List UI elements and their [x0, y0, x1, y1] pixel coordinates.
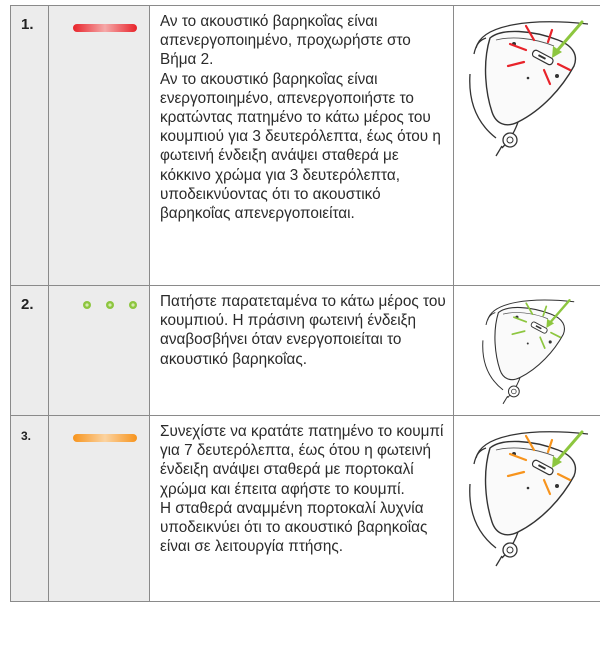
indicator-cell — [48, 415, 150, 602]
instruction-text-cell: Αν το ακουστικό βαρηκοΐας είναι απενεργο… — [149, 5, 454, 286]
instruction-text-cell: Πατήστε παρατεταμένα το κάτω μέρος του κ… — [149, 285, 454, 416]
step-row-3: 3. Συνεχίστε να κρατάτε πατημένο το κουμ… — [10, 415, 600, 602]
green-dot-icon — [83, 301, 91, 309]
step-number: 1. — [21, 16, 34, 33]
step-number-cell: 2. — [10, 285, 49, 416]
instruction-paragraph: Αν το ακουστικό βαρηκοΐας είναι ενεργοπο… — [160, 70, 441, 223]
step-number-cell: 3. — [10, 415, 49, 602]
green-blink-dots-icon — [73, 300, 149, 309]
illustration-cell — [453, 415, 600, 602]
step-number: 3. — [21, 429, 32, 443]
instruction-paragraph: Αν το ακουστικό βαρηκοΐας είναι απενεργο… — [160, 13, 411, 69]
instruction-text-cell: Συνεχίστε να κρατάτε πατημένο το κουμπί … — [149, 415, 454, 602]
instruction-table: 1. Αν το ακουστικό βαρηκοΐας είναι απενε… — [10, 5, 600, 602]
green-dot-icon — [106, 301, 114, 309]
illustration-cell — [453, 285, 600, 416]
indicator-cell — [48, 285, 150, 416]
step-row-2: 2. Πατήστε παρατεταμένα το κάτω μέρος το… — [10, 285, 600, 416]
instruction-paragraph: Η σταθερά αναμμένη πορτοκαλί λυχνία υποδ… — [160, 499, 428, 556]
orange-light-bar-icon — [73, 434, 137, 442]
step-number: 2. — [21, 296, 34, 313]
indicator-cell — [48, 5, 150, 286]
hearing-aid-green-light-icon — [481, 298, 576, 405]
hearing-aid-orange-light-icon — [468, 430, 590, 568]
illustration-cell — [453, 5, 600, 286]
red-light-bar-icon — [73, 24, 137, 32]
hearing-aid-red-light-icon — [468, 20, 590, 158]
green-dot-icon — [129, 301, 137, 309]
step-number-cell: 1. — [10, 5, 49, 286]
step-row-1: 1. Αν το ακουστικό βαρηκοΐας είναι απενε… — [10, 5, 600, 286]
instruction-paragraph: Συνεχίστε να κρατάτε πατημένο το κουμπί … — [160, 423, 444, 498]
instruction-paragraph: Πατήστε παρατεταμένα το κάτω μέρος του κ… — [160, 293, 446, 368]
